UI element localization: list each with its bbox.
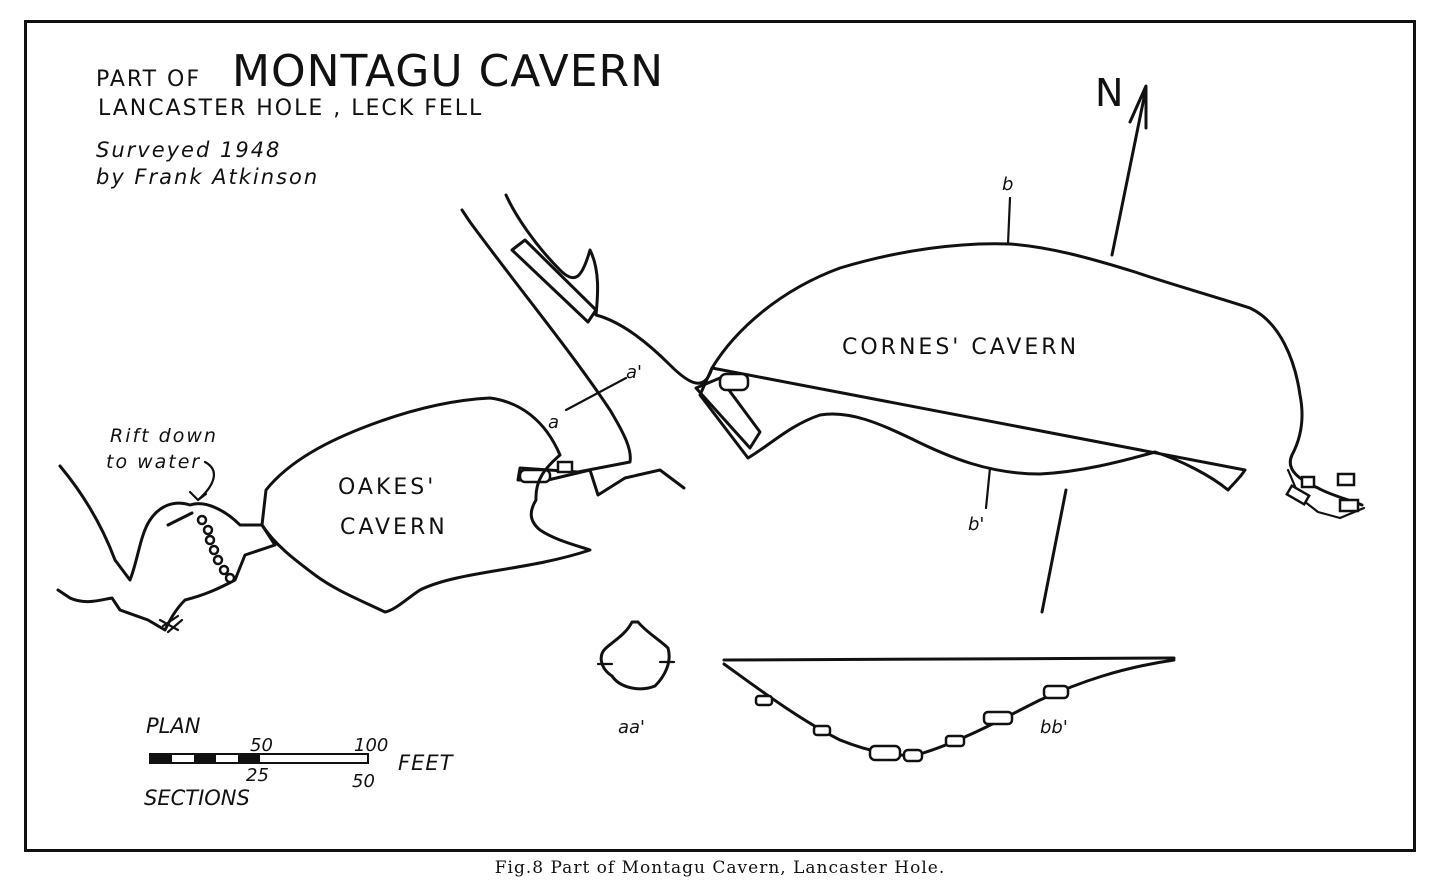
cross-section-bb-ceiling [722, 656, 1176, 662]
scale-bar-segment [194, 754, 216, 763]
rift-pointer-arrow [188, 460, 215, 502]
title-prefix: PART OF [96, 67, 201, 92]
passage-lower-chamber [694, 376, 762, 450]
rift-label-line1: Rift down [110, 425, 218, 447]
rift-bottom-hatch [158, 614, 184, 634]
title-subtitle: LANCASTER HOLE , LECK FELL [98, 96, 483, 121]
scale-plan-tick-50: 50 [250, 735, 273, 756]
boulder [1300, 475, 1316, 489]
boulder [556, 460, 574, 474]
section-a-label: a [548, 412, 559, 433]
survey-date: Surveyed 1948 [96, 138, 281, 162]
rift-label-line2: to water [106, 451, 201, 473]
section-b-prime-label: b' [968, 514, 984, 535]
boulder [1336, 472, 1356, 487]
rift-shaft [166, 511, 194, 527]
boulder [1285, 483, 1311, 507]
scale-section-tick-50: 50 [352, 771, 375, 792]
scale-unit-label: FEET [398, 751, 455, 775]
section-line-aa [564, 376, 628, 412]
rift-boulder-chain [196, 514, 236, 584]
section-a-prime-label: a' [626, 362, 642, 383]
scale-plan-tick-100: 100 [354, 735, 388, 756]
section-line-b-south [984, 466, 992, 510]
boulder [1338, 498, 1360, 513]
cornes-cavern-outline [698, 242, 1364, 507]
north-arrow-shaft [1110, 86, 1148, 257]
north-label: N [1095, 71, 1123, 115]
passage-east-wall [504, 193, 714, 385]
main-passage-outline [460, 208, 686, 497]
title-main: MONTAGU CAVERN [232, 46, 664, 97]
scale-bar: PLAN SECTIONS 50 100 25 50 FEET [144, 714, 455, 810]
section-aa-label: aa' [618, 717, 645, 738]
scale-bar-segment [150, 754, 172, 763]
scale-plan-label: PLAN [146, 714, 201, 738]
rift-passage-outline [56, 464, 277, 632]
north-arrow: N [1095, 71, 1148, 257]
passage-inner-pillar [510, 238, 598, 324]
cornes-cavern-label: CORNES' CAVERN [842, 335, 1079, 360]
scale-bar-segment [238, 754, 260, 763]
boulder [718, 372, 750, 392]
oakes-cavern-label-line2: CAVERN [340, 515, 448, 540]
map-frame [24, 20, 1416, 852]
section-b-label: b [1002, 174, 1013, 195]
oakes-cavern-outline [260, 396, 592, 614]
scale-sections-label: SECTIONS [144, 786, 250, 810]
figure-caption: Fig.8 Part of Montagu Cavern, Lancaster … [494, 858, 946, 878]
title-block: PART OF MONTAGU CAVERN LANCASTER HOLE , … [96, 46, 664, 189]
north-arrow-head [1128, 84, 1148, 130]
section-line-b-north [1006, 196, 1012, 246]
cross-section-bb-boulders [754, 684, 1070, 763]
section-bb-label: bb' [1040, 717, 1068, 738]
oakes-cavern-label-line1: OAKES' [338, 475, 436, 500]
scale-section-tick-25: 25 [246, 765, 269, 786]
cornes-cavern-axis [1040, 488, 1068, 614]
cross-section-aa-ledge [596, 660, 676, 666]
cross-section-aa [599, 620, 671, 691]
survey-author: by Frank Atkinson [96, 165, 319, 189]
